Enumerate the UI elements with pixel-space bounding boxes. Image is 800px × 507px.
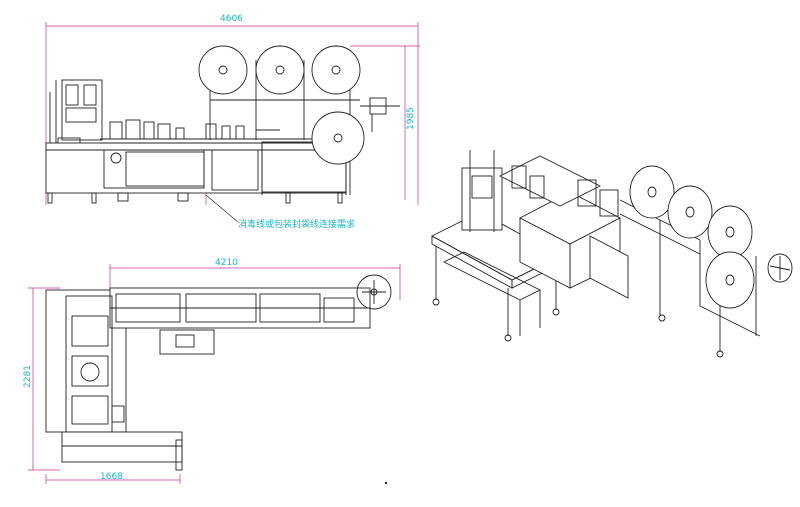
isometric-view [431,150,793,358]
connection-note: 消毒线或包装封袋线连接需求 [238,218,355,230]
front-view: 4606 1985 750 消毒线或包装封袋线连接需求 [45,14,420,230]
top-width-dimension: 2281 [23,365,33,388]
front-height-dimension: 1985 [406,107,416,130]
top-length-dimension: 4210 [215,258,238,268]
dot-mark [384,481,388,485]
top-side-dimension: 1668 [100,472,123,482]
top-view: 4210 2281 1668 [23,258,401,484]
front-length-dimension: 4606 [220,14,243,24]
